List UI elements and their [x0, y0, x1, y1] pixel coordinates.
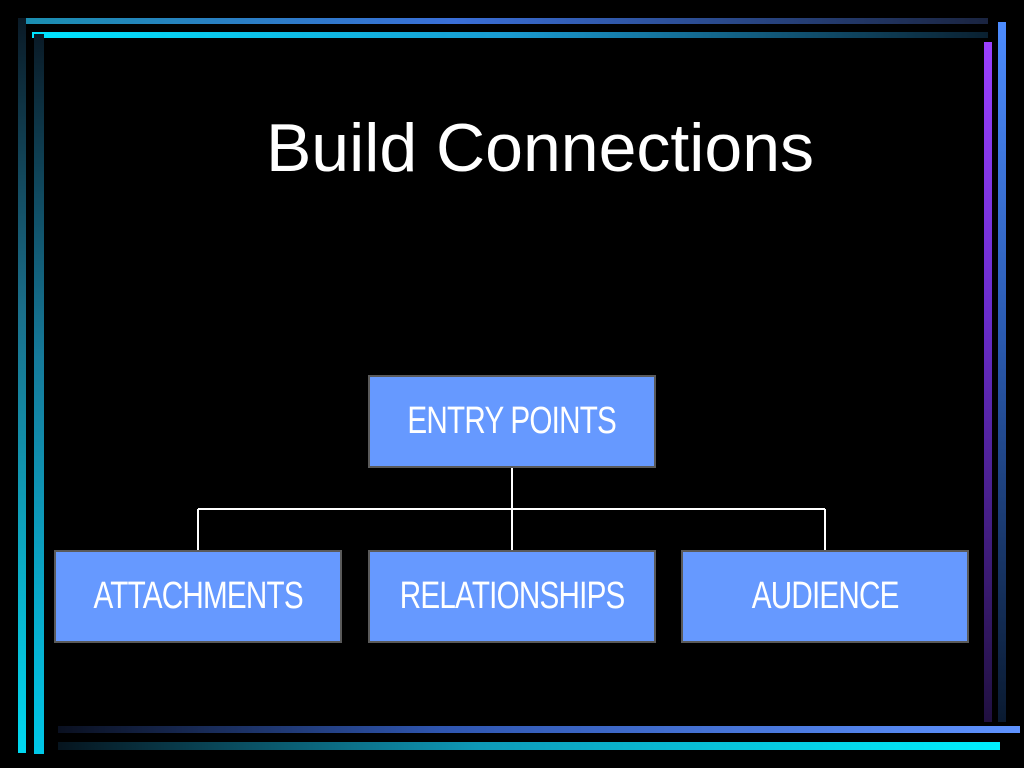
- node-relationships-label: RELATIONSHIPS: [399, 575, 626, 617]
- node-entry-points-label: ENTRY POINTS: [407, 400, 617, 442]
- frame-bottom-bar-lower: [58, 742, 1000, 750]
- frame-right-bar-outer: [998, 22, 1006, 722]
- node-entry-points: ENTRY POINTS: [368, 375, 656, 468]
- frame-left-bar-inner: [34, 34, 44, 754]
- slide-title: Build Connections: [265, 110, 815, 186]
- node-attachments: ATTACHMENTS: [54, 550, 342, 643]
- node-relationships: RELATIONSHIPS: [368, 550, 656, 643]
- node-audience: AUDIENCE: [681, 550, 969, 643]
- frame-right-bar-inner: [984, 42, 992, 722]
- frame-top-bar-inner: [32, 32, 988, 38]
- frame-left-bar-outer: [18, 18, 26, 753]
- node-attachments-label: ATTACHMENTS: [93, 575, 303, 617]
- frame-top-bar-outer: [18, 18, 988, 24]
- node-audience-label: AUDIENCE: [751, 575, 900, 617]
- frame-bottom-bar-upper: [58, 726, 1020, 733]
